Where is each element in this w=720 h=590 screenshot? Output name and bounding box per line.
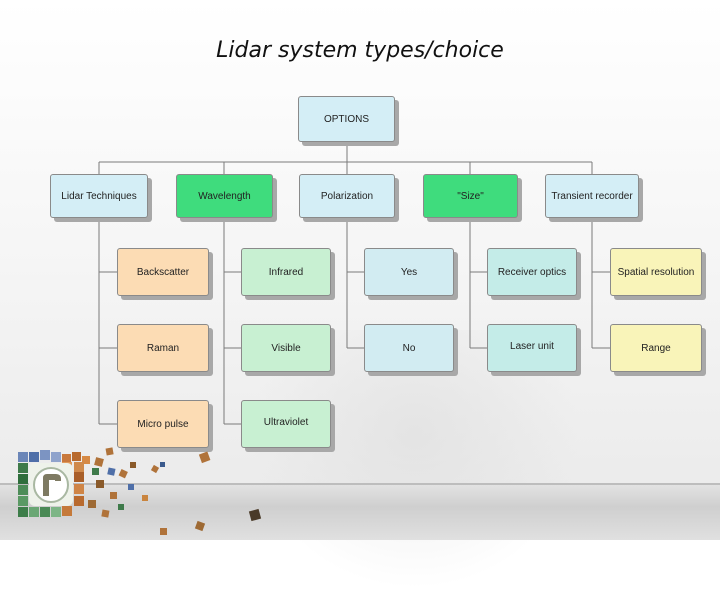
option-label: Range [641, 342, 671, 354]
option-label: Laser unit [510, 341, 554, 352]
category-lidar-techniques: Lidar Techniques [50, 174, 148, 218]
category-label: Transient recorder [551, 190, 633, 202]
option-label: Backscatter [136, 266, 190, 278]
category-wavelength: Wavelength [176, 174, 273, 218]
options-node: OPTIONS [298, 96, 395, 142]
slide-title: Lidar system types/choice [216, 38, 504, 63]
option-backscatter: Backscatter [117, 248, 209, 296]
option-visible: Visible [241, 324, 331, 372]
option-laser-unit: Laser unit [487, 324, 577, 372]
option-label: Receiver optics [497, 266, 567, 278]
option-label: Yes [400, 266, 418, 278]
option-raman: Raman [117, 324, 209, 372]
logo-mosaic-icon [18, 447, 262, 535]
category-label: Wavelength [198, 190, 251, 202]
option-receiver-optics: Receiver optics [487, 248, 577, 296]
category-label: Lidar Techniques [61, 190, 137, 202]
category-label: "Size" [457, 190, 484, 202]
category-polarization: Polarization [299, 174, 395, 218]
option-label: Raman [146, 342, 180, 354]
option-no: No [364, 324, 454, 372]
option-range: Range [610, 324, 702, 372]
option-infrared: Infrared [241, 248, 331, 296]
option-yes: Yes [364, 248, 454, 296]
option-label: Micro pulse [137, 418, 189, 430]
option-label: Spatial resolution [617, 266, 695, 278]
footer-band [0, 485, 720, 540]
option-label: Visible [271, 342, 301, 354]
category-size: "Size" [423, 174, 518, 218]
option-spatial-resolution: Spatial resolution [610, 248, 702, 296]
option-ultraviolet: Ultraviolet [241, 400, 331, 448]
option-micro-pulse: Micro pulse [117, 400, 209, 448]
option-label: Infrared [268, 266, 304, 278]
tree-connectors [98, 142, 610, 425]
footer-divider [0, 483, 720, 485]
option-label: No [402, 342, 416, 354]
option-label: Ultraviolet [263, 417, 309, 428]
category-label: Polarization [320, 190, 374, 202]
options-label: OPTIONS [323, 113, 369, 125]
category-transient-recorder: Transient recorder [545, 174, 639, 218]
